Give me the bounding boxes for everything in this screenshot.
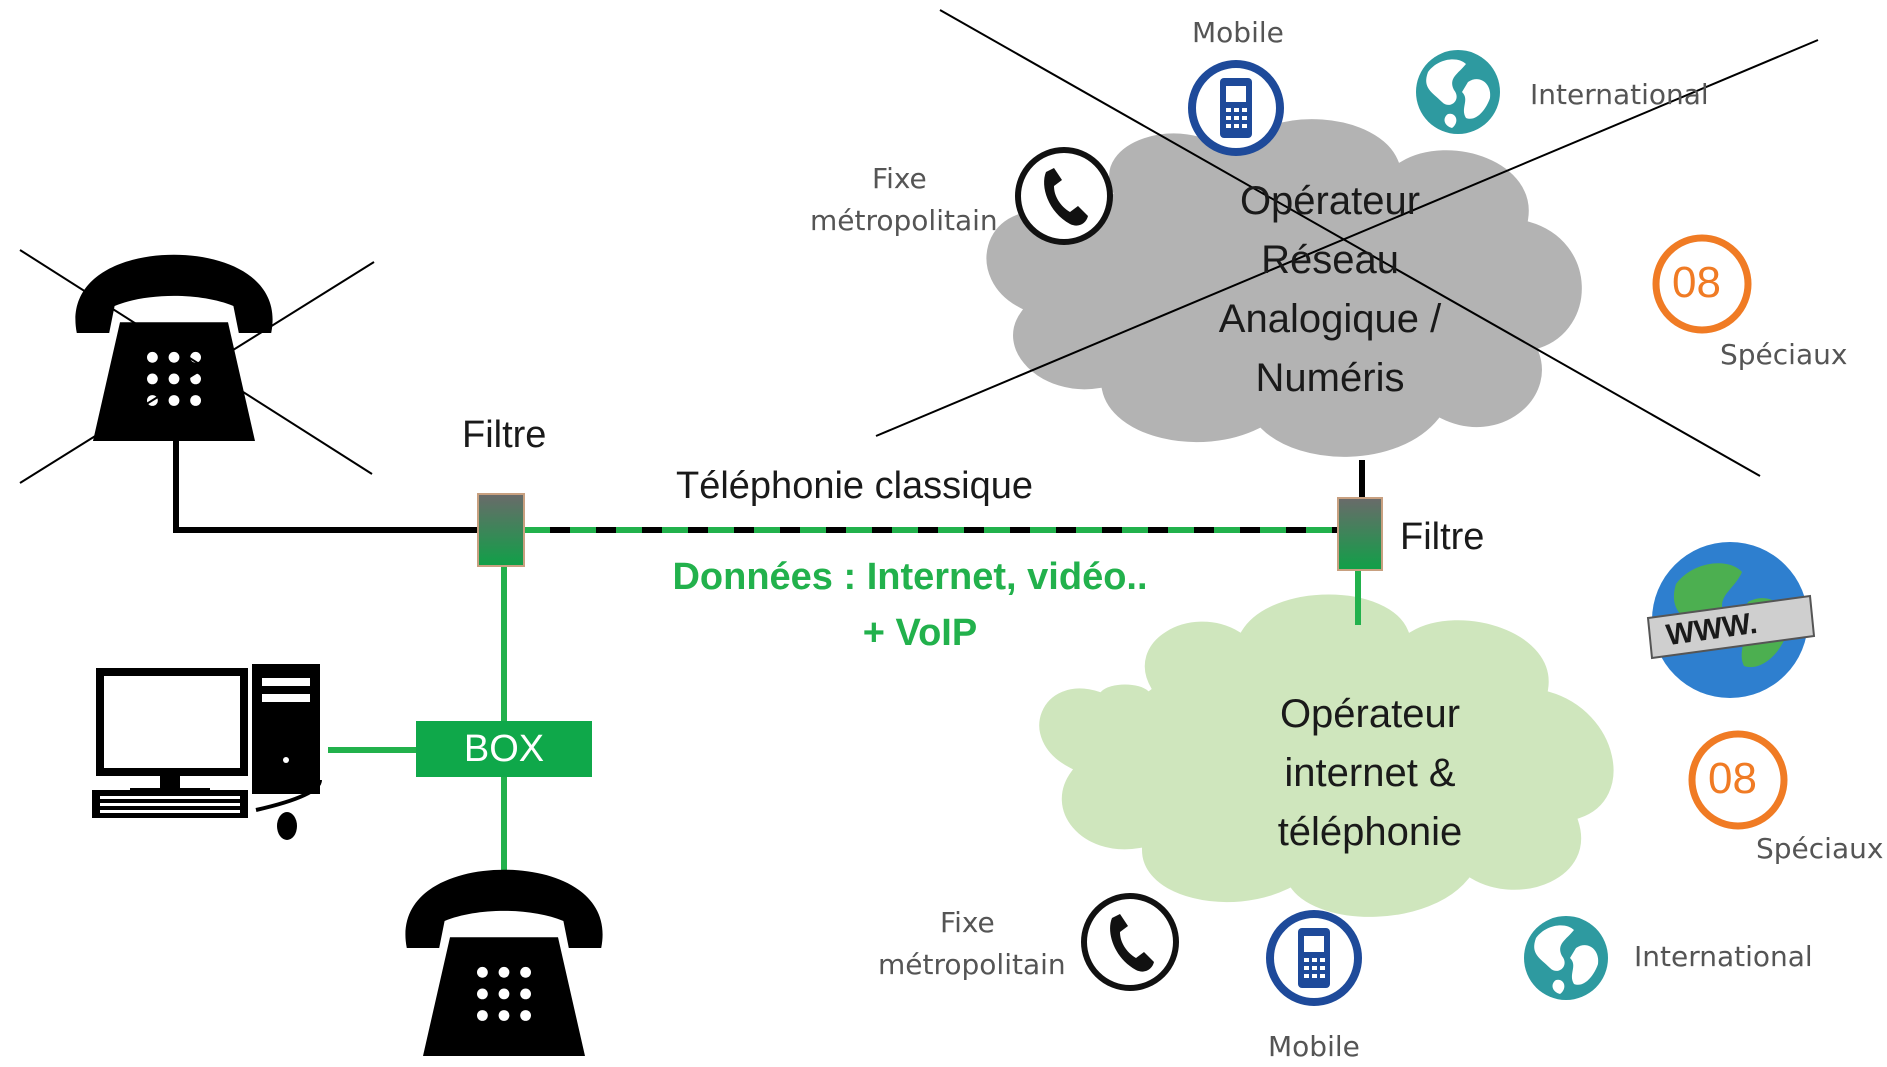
voip-phone-icon (405, 869, 603, 1056)
international-label-top: International (1530, 78, 1709, 111)
cross-out-operator-b (875, 39, 1819, 437)
analog-line-2: Réseau (1261, 238, 1399, 282)
analog-operator-label: Opérateur Réseau Analogique / Numéris (1170, 172, 1490, 408)
special-label-top: Spéciaux (1720, 338, 1848, 371)
special-label-bottom: Spéciaux (1756, 832, 1884, 865)
fixe-label-top-2: métropolitain (810, 204, 998, 237)
cross-out-operator-a (939, 9, 1761, 477)
fixed-phone-icon-bottom (1084, 896, 1176, 988)
mobile-label-top: Mobile (1192, 16, 1284, 49)
globe-icon-bottom (1524, 916, 1608, 1000)
fixe-label-bottom-2: métropolitain (878, 948, 1066, 981)
international-label-bottom: International (1634, 940, 1813, 973)
voip-label: + VoIP (862, 612, 978, 654)
fixed-phone-icon-top (1018, 150, 1110, 242)
internet-line-1: Opérateur (1279, 692, 1461, 736)
left-filter-label: Filtre (462, 414, 547, 456)
cross-out-phone-a (19, 249, 373, 475)
internet-box: BOX (416, 721, 592, 777)
mobile-icon-bottom (1270, 914, 1358, 1002)
analog-operator-cloud (982, 115, 1586, 461)
mobile-icon-top (1192, 64, 1280, 152)
left-filter (477, 493, 525, 567)
mobile-label-bottom: Mobile (1268, 1030, 1360, 1063)
analog-line-3: Analogique / (1218, 297, 1442, 341)
right-filter (1337, 497, 1383, 571)
computer-icon (92, 664, 322, 840)
special-number-top: 08 (1672, 258, 1721, 307)
classic-telephony-label: Téléphonie classique (676, 465, 1034, 507)
globe-icon-top (1416, 50, 1500, 134)
right-filter-label: Filtre (1400, 516, 1485, 558)
www-globe-icon (1646, 542, 1816, 698)
fixe-label-bottom-1: Fixe (940, 906, 995, 939)
internet-line-2: internet & (1284, 751, 1456, 795)
special-number-bottom: 08 (1708, 754, 1757, 803)
cross-out-phone-b (19, 261, 375, 484)
data-services-label: Données : Internet, vidéo.. (672, 556, 1148, 598)
fixe-label-top-1: Fixe (872, 162, 927, 195)
internet-line-3: téléphonie (1277, 810, 1463, 854)
analog-line-1: Opérateur (1239, 179, 1421, 223)
analog-line-4: Numéris (1255, 356, 1405, 400)
internet-operator-cloud (1035, 590, 1618, 921)
internet-operator-label: Opérateur internet & téléphonie (1210, 685, 1530, 862)
